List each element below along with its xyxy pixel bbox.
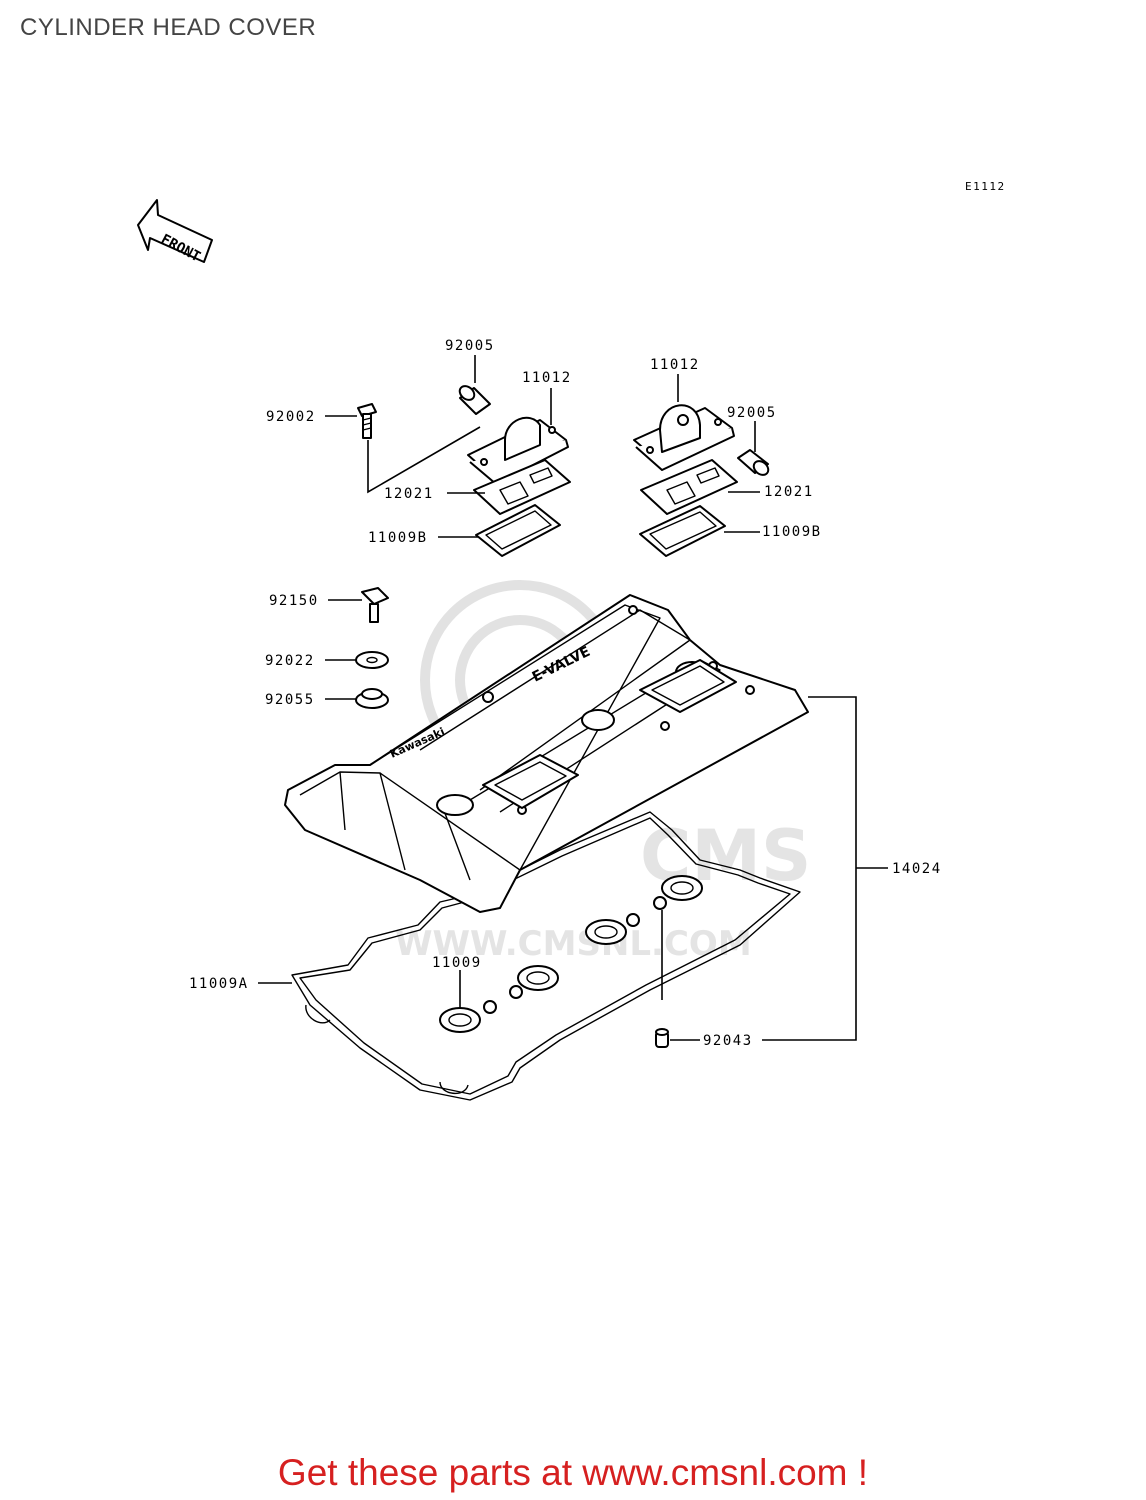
label-12021-left: 12021 [384, 486, 434, 502]
label-12021-right: 12021 [764, 484, 814, 500]
get-parts-link[interactable]: Get these parts at www.cmsnl.com ! [277, 1452, 869, 1493]
gasket-11009B-right [639, 505, 726, 557]
left-breather-assembly [357, 385, 571, 557]
label-11012-left: 11012 [522, 370, 572, 386]
plug-seals-11009 [439, 875, 703, 1033]
grommet-92055 [355, 688, 389, 709]
label-14024: 14024 [892, 861, 942, 877]
label-11009A: 11009A [189, 976, 249, 992]
dowel-92043 [655, 1028, 669, 1048]
label-92022: 92022 [265, 653, 315, 669]
diagram-code: E1112 [965, 180, 1006, 193]
gasket-11009B-left [475, 504, 561, 557]
bolt-92150 [361, 587, 389, 623]
label-11009: 11009 [432, 955, 482, 971]
hose-92005-right [737, 449, 770, 476]
label-92005-left: 92005 [445, 338, 495, 354]
front-arrow-icon: FRONT [137, 199, 213, 265]
label-92002: 92002 [266, 409, 316, 425]
plate-12021-left [473, 459, 571, 515]
label-11009B-left: 11009B [368, 530, 428, 546]
label-92055: 92055 [265, 692, 315, 708]
label-11009B-right: 11009B [762, 524, 822, 540]
right-breather-assembly [633, 404, 770, 557]
label-11012-right: 11012 [650, 357, 700, 373]
plate-12021-right [640, 459, 738, 515]
page-title: CYLINDER HEAD COVER [20, 14, 317, 41]
leader-lines [258, 355, 888, 1041]
breather-cover-11012-right [633, 404, 735, 471]
breather-cover-11012-left [467, 416, 569, 485]
label-92005-right: 92005 [727, 405, 777, 421]
cylinder-head-cover-14024: Kawasaki E-VALVE [284, 594, 809, 1101]
label-92043: 92043 [703, 1033, 753, 1049]
part-number-labels: 92005 11012 92002 12021 11009B 11012 920… [189, 338, 942, 1049]
label-92150: 92150 [269, 593, 319, 609]
hose-92005-left [458, 385, 491, 415]
gasket-11009A [291, 811, 801, 1101]
watermark-url: WWW.CMSNL.COM [395, 924, 752, 964]
bolt-92002 [357, 403, 377, 439]
washer-92022 [355, 651, 389, 669]
